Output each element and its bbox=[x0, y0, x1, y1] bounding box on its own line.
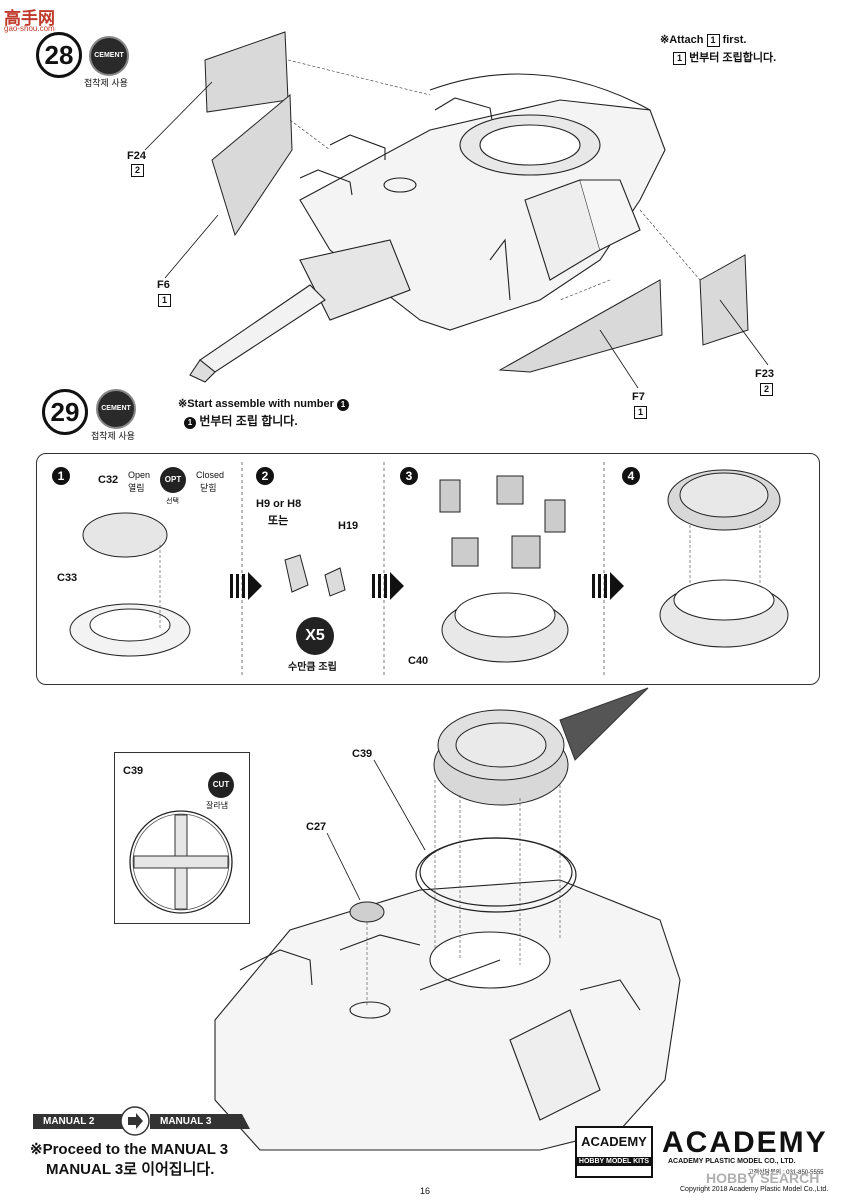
academy-contact: 고객상담문의 : 031-850-5555 bbox=[748, 1170, 824, 1176]
substep-2-number: 2 bbox=[256, 467, 274, 485]
part-box: 1 bbox=[706, 34, 720, 47]
closed-label-en: Closed bbox=[196, 470, 225, 480]
part-label-f23: F23 bbox=[755, 368, 774, 380]
opt-icon: OPT bbox=[160, 467, 186, 493]
cement-icon: CEMENT bbox=[96, 389, 136, 429]
open-label-ko: 열림 bbox=[128, 483, 145, 493]
arrow-right-icon bbox=[120, 1106, 150, 1136]
page-number: 16 bbox=[420, 1186, 431, 1196]
part-label-c39: C39 bbox=[352, 748, 373, 760]
part-label-f6: F6 bbox=[157, 279, 170, 291]
part-box-f24: 2 bbox=[131, 164, 144, 177]
turret-drawing-step28 bbox=[144, 31, 769, 389]
watermark-url: gao-shou.com bbox=[4, 24, 55, 33]
opt-label-ko: 선택 bbox=[166, 498, 179, 505]
step-29-number: 29 bbox=[42, 389, 88, 435]
proceed-note-ko: MANUAL 3로 이어집니다. bbox=[46, 1161, 215, 1178]
academy-big-logo: ACADEMY bbox=[662, 1126, 828, 1159]
part-label-c27: C27 bbox=[306, 821, 327, 833]
manual-3-tag: MANUAL 3 bbox=[150, 1114, 250, 1129]
inset-part-label: C39 bbox=[123, 765, 144, 777]
cut-inset-box bbox=[114, 752, 250, 924]
part-label-ko-or: 또는 bbox=[268, 515, 289, 527]
attach-note-en: ※Attach 1 first. bbox=[660, 34, 747, 47]
cement-label-ko: 접착제 사용 bbox=[84, 78, 128, 88]
attach-note-ko: 1 번부터 조립합니다. bbox=[673, 49, 776, 65]
step-28-number: 28 bbox=[36, 32, 82, 78]
part-box-f6: 1 bbox=[158, 294, 171, 307]
academy-small-logo-sub: HOBBY MODEL KITS bbox=[577, 1157, 651, 1166]
part-label-h19: H19 bbox=[338, 520, 359, 532]
cut-label-ko: 잘라냄 bbox=[206, 801, 229, 810]
times-label-ko: 수만큼 조립 bbox=[288, 662, 337, 673]
copyright: Copyright 2018 Academy Plastic Model Co.… bbox=[680, 1186, 829, 1193]
times-five-icon: X5 bbox=[296, 617, 334, 655]
cut-icon: CUT bbox=[208, 772, 234, 798]
substep-panel bbox=[36, 453, 820, 685]
start-note-en: ※Start assemble with number 1 bbox=[178, 397, 349, 411]
proceed-note-en: ※Proceed to the MANUAL 3 bbox=[30, 1141, 229, 1158]
part-box: 1 bbox=[673, 52, 686, 65]
part-label-c40: C40 bbox=[408, 655, 429, 667]
manual-2-tag: MANUAL 2 bbox=[33, 1114, 143, 1129]
part-label-h9-h8: H9 or H8 bbox=[256, 498, 302, 510]
hobby-search-watermark: HOBBY SEARCH bbox=[706, 1170, 820, 1186]
cement-icon: CEMENT bbox=[89, 36, 129, 76]
academy-small-logo-text: ACADEMY bbox=[581, 1134, 647, 1149]
part-label-c33: C33 bbox=[57, 572, 78, 584]
closed-label-ko: 닫힘 bbox=[200, 483, 217, 493]
part-label-f7: F7 bbox=[632, 391, 645, 403]
substep-4-number: 4 bbox=[622, 467, 640, 485]
watermark-logo: 高手网 bbox=[4, 9, 55, 28]
substep-1-number: 1 bbox=[52, 467, 70, 485]
substep-3-number: 3 bbox=[400, 467, 418, 485]
academy-company: ACADEMY PLASTIC MODEL CO., LTD. bbox=[668, 1158, 796, 1165]
cement-label-ko: 접착제 사용 bbox=[91, 431, 135, 441]
start-note-ko: 1 번부터 조립 합니다. bbox=[184, 412, 298, 429]
open-label-en: Open bbox=[128, 470, 151, 480]
part-label-c32: C32 bbox=[98, 474, 119, 486]
part-label-f24: F24 bbox=[127, 150, 146, 162]
part-box-f7: 1 bbox=[634, 406, 647, 419]
academy-small-logo: ACADEMY HOBBY MODEL KITS bbox=[575, 1126, 653, 1178]
part-box-f23: 2 bbox=[760, 383, 773, 396]
